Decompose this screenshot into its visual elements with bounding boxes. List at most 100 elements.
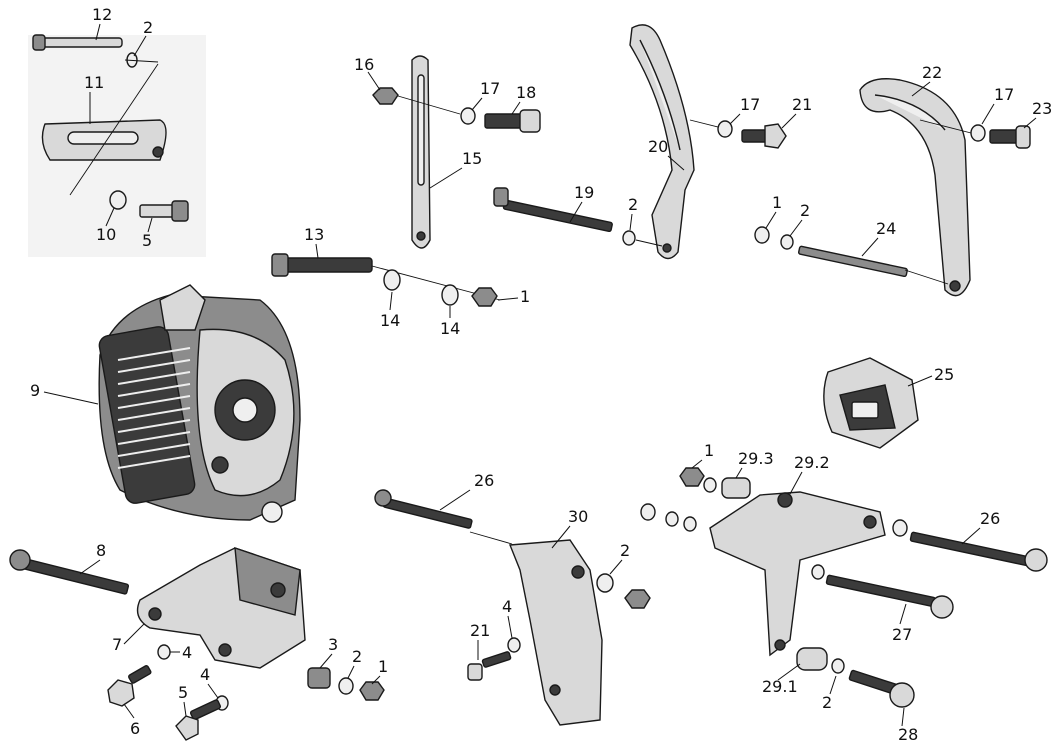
bracket-30 <box>508 539 603 726</box>
label-22: 22 <box>922 63 942 82</box>
label-23: 23 <box>1032 99 1052 118</box>
label-2: 2 <box>143 18 153 37</box>
nut-1c <box>359 681 385 701</box>
bracket-22 <box>859 78 971 297</box>
bolt-21b <box>467 651 512 681</box>
label-3: 3 <box>328 635 338 654</box>
washer-17c <box>970 124 986 142</box>
label-17-second: 17 <box>740 95 760 114</box>
label-7: 7 <box>112 635 122 654</box>
label-4: 4 <box>182 643 192 662</box>
bushing-29-1 <box>796 647 828 671</box>
label-16: 16 <box>354 55 374 74</box>
label-1-second: 1 <box>772 193 782 212</box>
bolt-5b <box>175 699 222 741</box>
alternator-9 <box>98 284 301 523</box>
bolt-6 <box>107 665 152 707</box>
label-12: 12 <box>92 5 112 24</box>
label-17: 17 <box>480 79 500 98</box>
slotted-bracket-11 <box>41 119 167 161</box>
label-21-second: 21 <box>470 621 490 640</box>
bolt-12 <box>32 34 123 51</box>
bolt-13-group <box>271 253 501 307</box>
label-26: 26 <box>474 471 494 490</box>
bolt-21a <box>741 123 787 149</box>
stud-24 <box>798 245 908 278</box>
washer-2c <box>780 234 794 250</box>
bolt-23 <box>989 125 1031 149</box>
bracket-7-group <box>9 546 385 741</box>
label-20: 20 <box>648 137 668 156</box>
label-13: 13 <box>304 225 324 244</box>
label-6: 6 <box>130 719 140 738</box>
bolt-8 <box>9 549 130 595</box>
washer-2d <box>338 677 354 695</box>
label-24: 24 <box>876 219 896 238</box>
nut-1 <box>471 287 498 307</box>
bolt-26b <box>909 531 1048 572</box>
label-29-3: 29.3 <box>738 449 774 468</box>
washer-14a <box>383 269 401 291</box>
label-29-2: 29.2 <box>794 453 830 472</box>
label-4-third: 4 <box>502 597 512 616</box>
washer-10 <box>109 190 127 210</box>
nut-bracket-30 <box>624 589 651 609</box>
label-18: 18 <box>516 83 536 102</box>
label-1-third: 1 <box>378 657 388 676</box>
nut-1b <box>754 226 770 244</box>
rubber-mount-25 <box>823 357 919 449</box>
label-17-third: 17 <box>994 85 1014 104</box>
bolt-5-inset <box>139 200 189 222</box>
label-2-second: 2 <box>628 195 638 214</box>
label-27: 27 <box>892 625 912 644</box>
label-21: 21 <box>792 95 812 114</box>
label-1-fourth: 1 <box>704 441 714 460</box>
label-29-1: 29.1 <box>762 677 798 696</box>
label-2-sixth: 2 <box>822 693 832 712</box>
washer-17b <box>717 120 733 138</box>
bracket-22-group <box>754 78 1031 297</box>
label-15: 15 <box>462 149 482 168</box>
bracket-29-group <box>640 467 1048 708</box>
label-1: 1 <box>520 287 530 306</box>
washer-4a <box>157 644 171 660</box>
label-4-second: 4 <box>200 665 210 684</box>
label-2-fourth: 2 <box>352 647 362 666</box>
label-9: 9 <box>30 381 40 400</box>
adjuster-strap-15-group <box>372 55 541 249</box>
callout-labels: 12 2 11 10 5 16 17 18 15 13 14 14 1 17 2… <box>30 5 1052 744</box>
bolt-19 <box>493 187 613 233</box>
label-30: 30 <box>568 507 588 526</box>
bolt-13 <box>279 257 373 273</box>
washer-17a <box>460 107 476 125</box>
label-2-third: 2 <box>800 201 810 220</box>
label-5: 5 <box>142 231 152 250</box>
label-2-fifth: 2 <box>620 541 630 560</box>
label-5-second: 5 <box>178 683 188 702</box>
nut-16 <box>372 87 399 105</box>
label-28: 28 <box>898 725 918 744</box>
label-11: 11 <box>84 73 104 92</box>
bolt-28 <box>848 669 915 708</box>
label-14-second: 14 <box>440 319 460 338</box>
bracket-29-2 <box>709 491 886 657</box>
nut-1d <box>679 467 705 487</box>
bolt-18 <box>484 109 541 133</box>
bushing-29-3 <box>721 477 751 499</box>
washer-14b <box>441 284 459 306</box>
label-10: 10 <box>96 225 116 244</box>
bracket-30-group <box>374 489 651 726</box>
inset-adjuster-assembly <box>28 34 206 257</box>
spacer-3 <box>307 667 331 689</box>
label-8: 8 <box>96 541 106 560</box>
washer-4c <box>507 637 521 653</box>
label-14: 14 <box>380 311 400 330</box>
label-25: 25 <box>934 365 954 384</box>
bolt-27 <box>825 574 954 619</box>
bracket-20 <box>629 24 695 260</box>
label-19: 19 <box>574 183 594 202</box>
washer-2e <box>596 573 614 593</box>
label-26-second: 26 <box>980 509 1000 528</box>
